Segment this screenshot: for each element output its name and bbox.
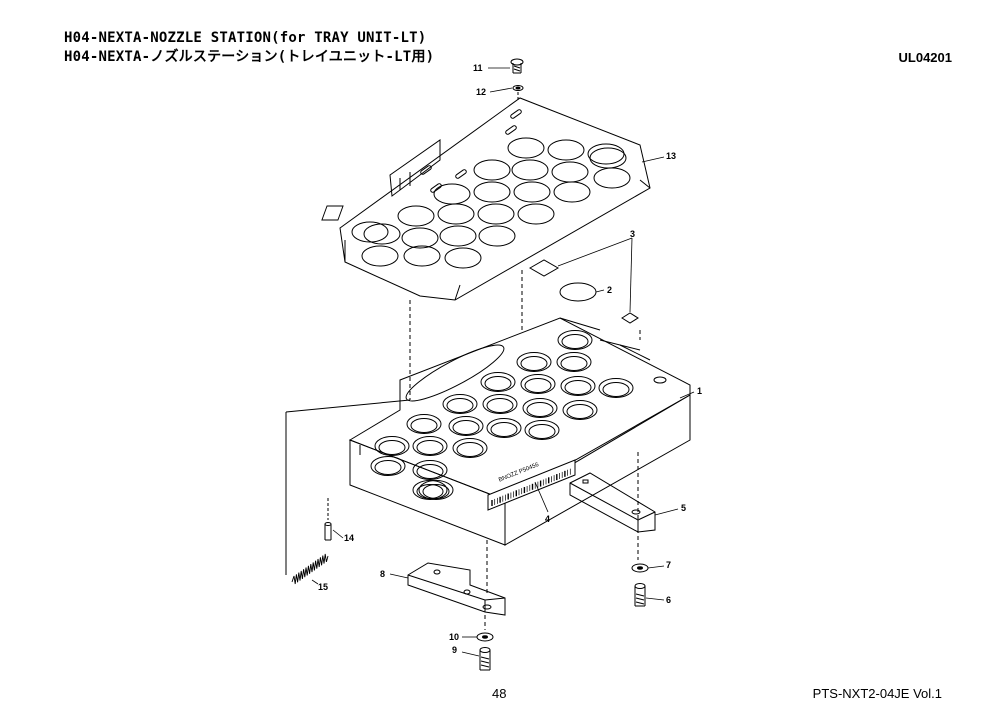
nozzle-pocket <box>524 420 560 440</box>
plate-hole <box>511 159 549 181</box>
part-4-barcode-label <box>487 459 576 511</box>
part-3-label-sheet <box>528 259 639 324</box>
plate-hole <box>403 245 441 267</box>
plate-hole <box>473 181 511 203</box>
nozzle-pocket <box>412 436 448 456</box>
nozzle-pocket <box>452 438 488 458</box>
plate-hole <box>433 183 471 205</box>
callout-1: 1 <box>697 386 703 396</box>
plate-hole <box>547 139 585 161</box>
page-title-english: H04-NEXTA-NOZZLE STATION(for TRAY UNIT-L… <box>64 30 427 46</box>
plate-hole <box>477 203 515 225</box>
part-12-washer <box>512 85 524 91</box>
page-title-japanese: H04-NEXTA-ノズルステーション(トレイユニット-LT用) <box>64 49 435 65</box>
callout-15: 15 <box>318 582 329 592</box>
part-11-screw <box>510 58 524 74</box>
nozzle-pocket <box>562 400 598 420</box>
plate-hole <box>507 137 545 159</box>
callout-12: 12 <box>476 87 487 97</box>
nozzle-pocket <box>370 456 406 476</box>
plate-hole <box>444 247 482 269</box>
nozzle-pocket <box>448 416 484 436</box>
nozzle-pocket <box>486 418 522 438</box>
drawing-code: UL04201 <box>898 50 952 65</box>
part-14-pin <box>324 522 332 541</box>
callout-13: 13 <box>666 151 677 161</box>
nozzle-pocket <box>560 376 596 396</box>
plate-hole <box>401 227 439 249</box>
plate-hole <box>397 205 435 227</box>
part-13-tray-plate <box>321 97 651 301</box>
callout-8: 8 <box>380 569 386 579</box>
plate-hole <box>517 203 555 225</box>
nozzle-pocket <box>442 394 478 414</box>
page-number: 48 <box>492 686 507 701</box>
nozzle-pocket <box>598 378 634 398</box>
part-1-station-block <box>348 317 691 546</box>
nozzle-pocket <box>557 330 593 350</box>
part-10-washer <box>476 632 494 642</box>
nozzle-pocket <box>516 352 552 372</box>
callout-6: 6 <box>666 595 672 605</box>
part-9-bolt <box>479 647 491 671</box>
part-15-spring <box>291 553 329 585</box>
nozzle-pocket <box>482 394 518 414</box>
callout-9: 9 <box>452 645 458 655</box>
callout-7: 7 <box>666 560 672 570</box>
plate-hole <box>551 161 589 183</box>
plate-hole <box>351 221 389 243</box>
part-5-bracket <box>569 472 656 533</box>
part-8-lower-bracket <box>407 562 506 616</box>
callout-14: 14 <box>344 533 355 543</box>
callout-5: 5 <box>681 503 687 513</box>
document-id: PTS-NXT2-04JE Vol.1 <box>812 686 942 701</box>
callout-4: 4 <box>545 514 551 524</box>
plate-hole <box>361 245 399 267</box>
part-6-bolt <box>634 583 646 607</box>
barcode-label-text: BNOZZ P50456 <box>498 462 540 484</box>
plate-hole <box>439 225 477 247</box>
nozzle-pocket <box>406 414 442 434</box>
plate-hole <box>587 143 625 165</box>
plate-hole <box>513 181 551 203</box>
plate-hole <box>478 225 516 247</box>
nozzle-pocket <box>412 480 448 500</box>
nozzle-pocket <box>374 436 410 456</box>
nozzle-pocket <box>412 460 448 480</box>
callout-2: 2 <box>607 285 613 295</box>
callout-11: 11 <box>473 63 483 73</box>
nozzle-pocket <box>480 372 516 392</box>
nozzle-pocket <box>520 374 556 394</box>
nozzle-pocket <box>556 352 592 372</box>
callout-3: 3 <box>630 229 636 239</box>
plate-hole <box>473 159 511 181</box>
callout-10: 10 <box>449 632 460 642</box>
nozzle-pocket <box>522 398 558 418</box>
